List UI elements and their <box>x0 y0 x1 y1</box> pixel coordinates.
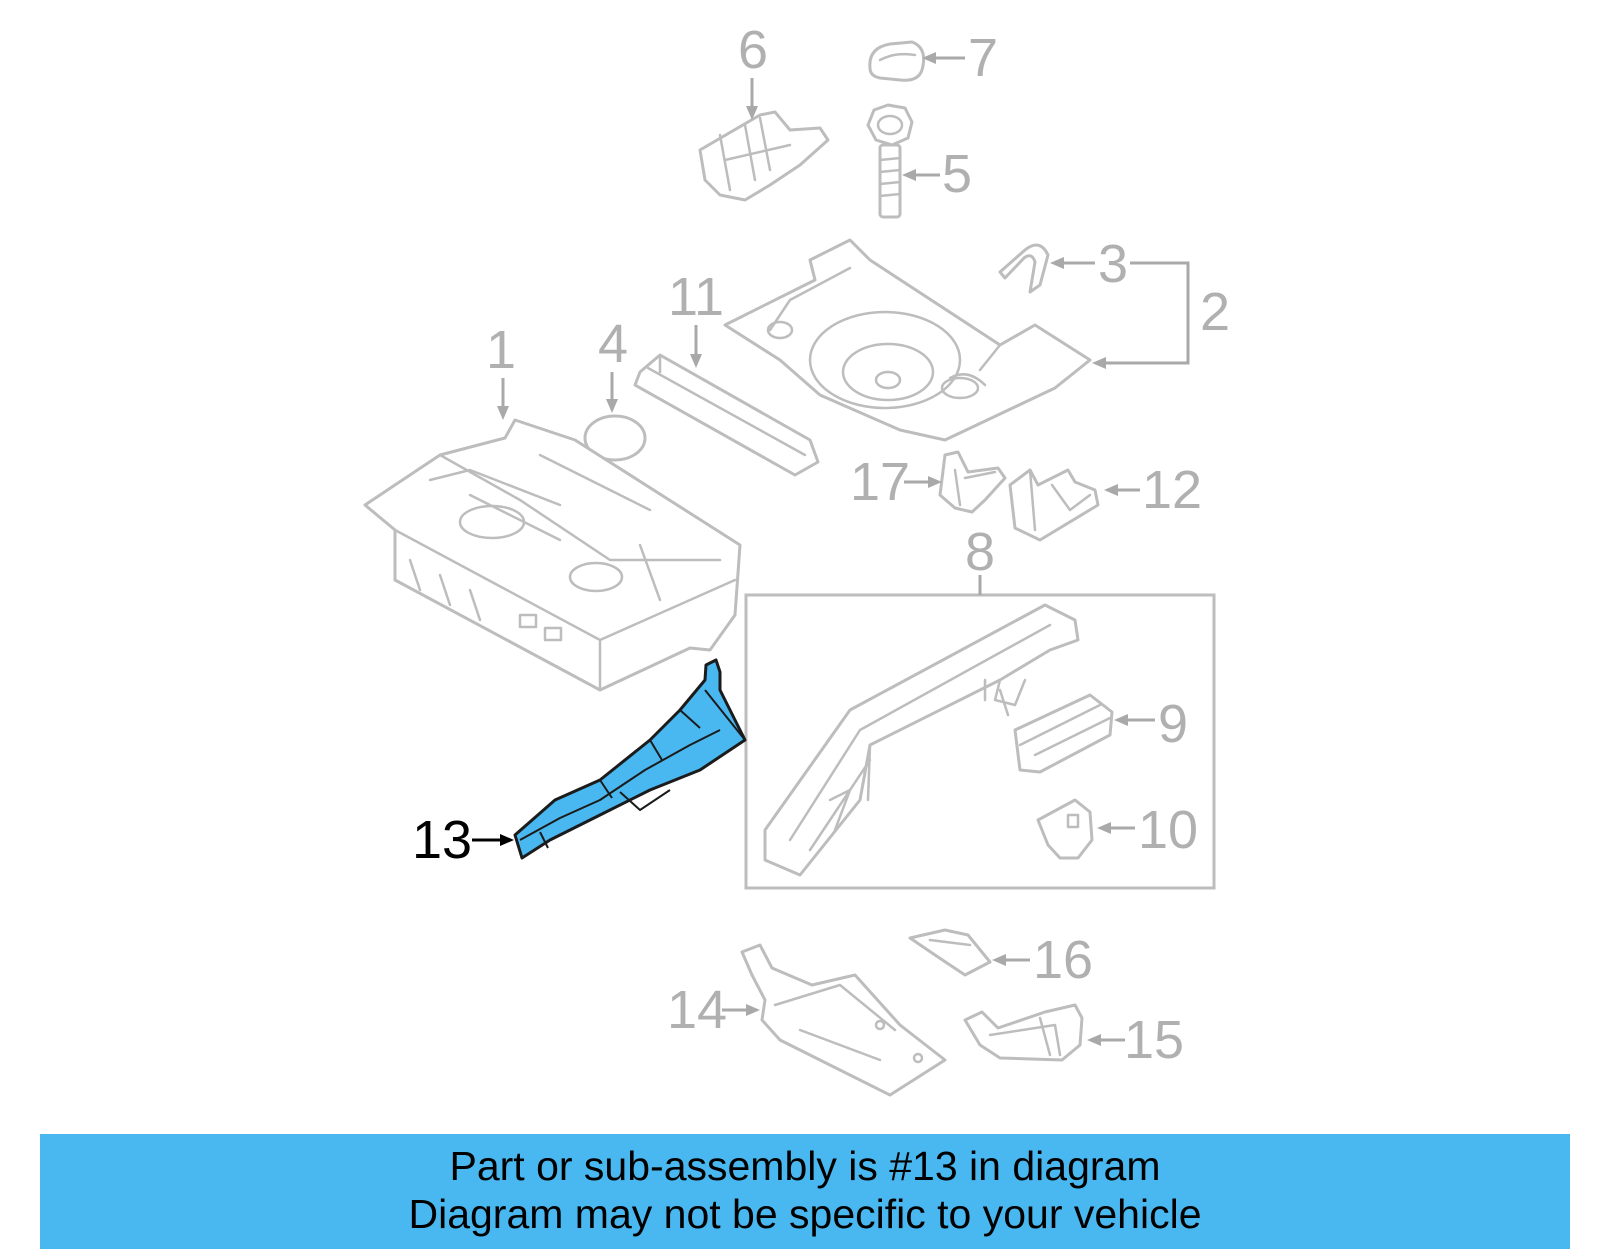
info-banner: Part or sub-assembly is #13 in diagram D… <box>40 1134 1570 1249</box>
leader-11 <box>690 325 702 368</box>
leader-15 <box>1087 1034 1125 1046</box>
part-1-floor-pan[interactable] <box>363 418 742 692</box>
banner-line-2: Diagram may not be specific to your vehi… <box>408 1191 1202 1237</box>
part-4-grommet[interactable] <box>583 414 647 462</box>
callout-4: 4 <box>598 314 628 374</box>
callout-1: 1 <box>486 320 516 380</box>
callout-3: 3 <box>1098 234 1128 294</box>
bracket-2 <box>1100 261 1190 365</box>
leader-13 <box>472 834 514 846</box>
part-17-bracket[interactable] <box>938 450 1007 514</box>
leader-14 <box>722 1004 760 1016</box>
callout-9: 9 <box>1158 694 1188 754</box>
part-2-rear-floor-pan[interactable] <box>723 238 1092 442</box>
callout-12: 12 <box>1142 460 1202 520</box>
leader-3 <box>1050 257 1095 269</box>
callout-14: 14 <box>667 980 727 1040</box>
leader-5 <box>902 169 940 181</box>
leader-6 <box>746 78 758 120</box>
banner-line-1: Part or sub-assembly is #13 in diagram <box>449 1143 1161 1189</box>
callout-10: 10 <box>1138 800 1198 860</box>
callout-17: 17 <box>850 452 910 512</box>
arrow-2 <box>1092 357 1106 369</box>
part-14-panel[interactable] <box>740 943 947 1097</box>
part-7-cap[interactable] <box>868 40 926 82</box>
leader-17 <box>904 476 942 488</box>
part-10-bracket[interactable] <box>1036 798 1094 860</box>
part-15-bracket[interactable] <box>963 1003 1084 1062</box>
callout-13: 13 <box>412 810 472 870</box>
leader-7 <box>922 52 965 64</box>
callout-6: 6 <box>738 20 768 80</box>
callout-15: 15 <box>1124 1010 1184 1070</box>
leader-4 <box>606 372 618 413</box>
leader-1 <box>497 378 509 420</box>
callout-2: 2 <box>1200 282 1230 342</box>
part-9-reinforcement[interactable] <box>1013 693 1114 774</box>
part-3-hook[interactable] <box>998 243 1050 294</box>
callout-7: 7 <box>968 28 998 88</box>
callout-11: 11 <box>668 267 724 327</box>
part-6-bracket[interactable] <box>698 110 830 202</box>
part-5-bolt[interactable] <box>866 103 914 219</box>
part-13-highlighted[interactable] <box>513 658 747 860</box>
callout-16: 16 <box>1033 930 1093 990</box>
callout-8: 8 <box>965 522 995 582</box>
leader-16 <box>992 954 1030 966</box>
part-16-bracket[interactable] <box>908 928 992 977</box>
part-11-crossmember[interactable] <box>633 353 820 477</box>
callout-5: 5 <box>942 144 972 204</box>
leader-10 <box>1097 822 1135 834</box>
part-12-bracket[interactable] <box>1008 468 1100 542</box>
leader-9 <box>1114 714 1155 726</box>
leader-12 <box>1104 484 1140 496</box>
part-8-side-member[interactable] <box>763 603 1080 877</box>
